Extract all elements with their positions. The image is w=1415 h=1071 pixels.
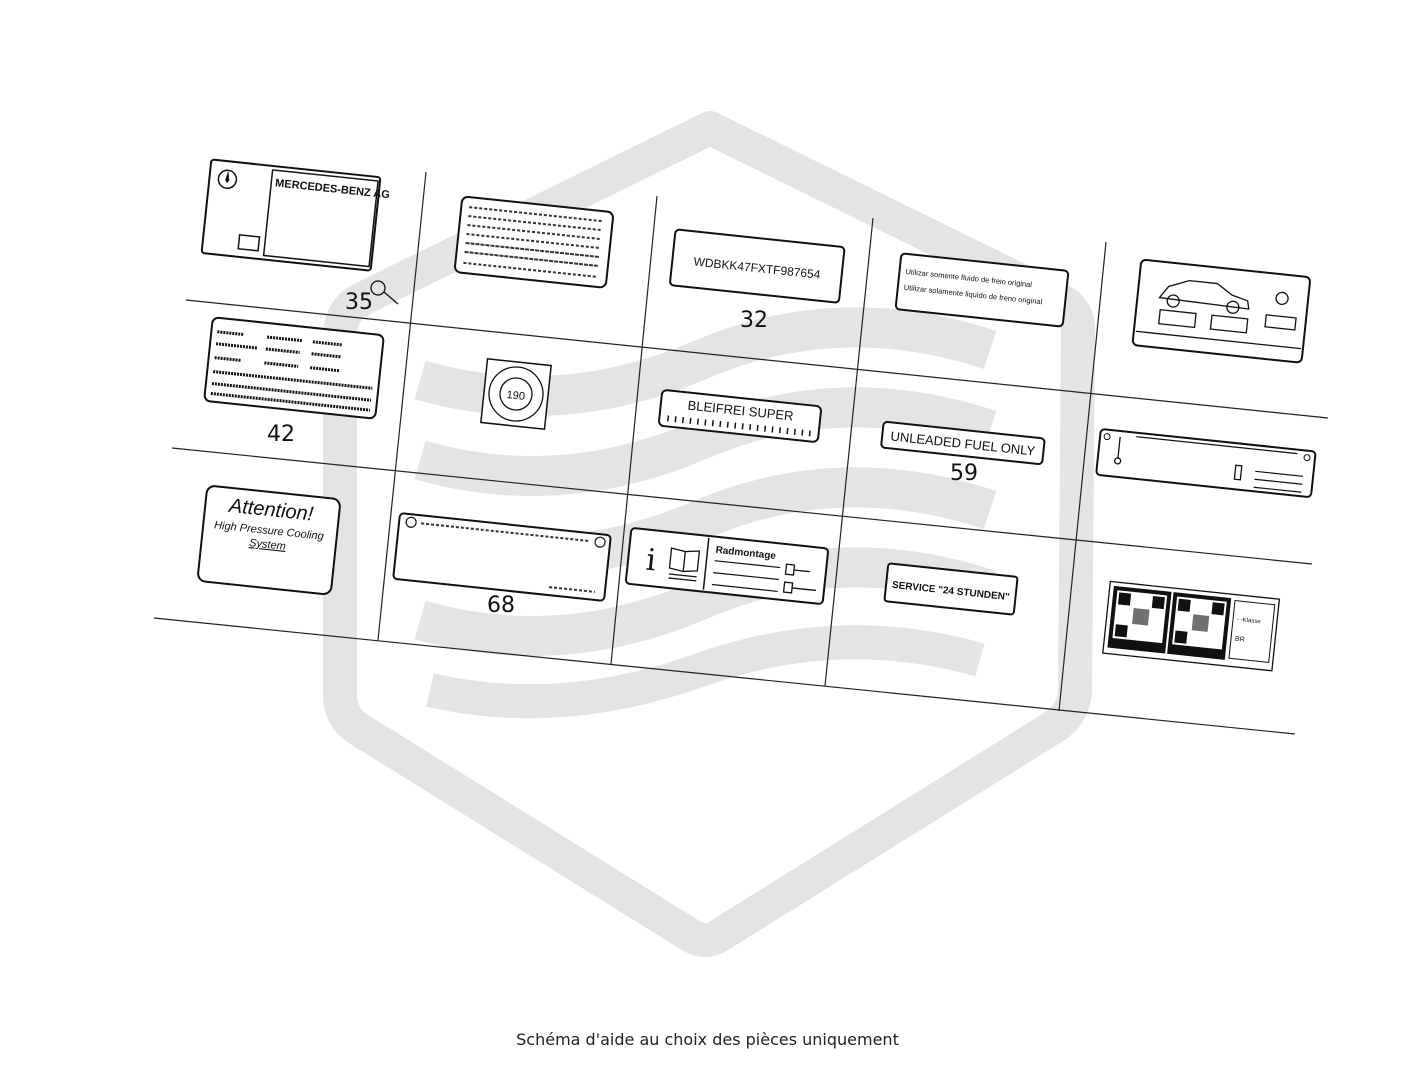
qr-code-icon-1: Rescue Card [1107, 585, 1172, 654]
rescue-card-text-2: Rescue Card [1181, 649, 1211, 658]
speed-limit-label: 190 [480, 358, 552, 430]
thermometer-icon [1113, 436, 1122, 465]
diagram-caption: Schéma d'aide au choix des pièces unique… [516, 1030, 899, 1049]
rivet-icon [370, 280, 399, 305]
service-24h-label: SERVICE "24 STUNDEN" [883, 562, 1019, 616]
rescue-card-label: Rescue Card Rescue Card - -Klasse BR [1102, 580, 1281, 672]
tire-pressure-diagram-plate [1131, 258, 1311, 364]
attention-line2: System [249, 537, 287, 553]
export-data-plate [454, 195, 614, 289]
speed-limit-value: 190 [506, 389, 526, 403]
qr-code-icon-2: Rescue Card [1167, 592, 1232, 660]
wheel-bolt-icon [782, 563, 817, 594]
info-icon: i [644, 543, 657, 579]
mercedes-type-plate: MERCEDES-BENZ AG [200, 158, 390, 272]
callout-32: 32 [740, 308, 768, 333]
callout-68: 68 [487, 593, 515, 618]
high-pressure-cooling-label: Attention! High Pressure Cooling System [197, 485, 341, 596]
manufacturer-plate [392, 512, 612, 602]
coolant-temperature-plate [1095, 428, 1317, 498]
br-text: BR [1235, 636, 1245, 644]
bleifrei-super-label: BLEIFREI SUPER [658, 389, 822, 443]
vin-plate: WDBKK47FXTF987654 [669, 228, 846, 304]
spark-plug-icon [1233, 464, 1243, 481]
callout-42: 42 [267, 422, 295, 447]
car-icon [1158, 279, 1250, 314]
rescue-card-text-1: Rescue Card [1122, 643, 1152, 652]
mercedes-star-icon-left [405, 516, 417, 528]
manual-book-icon [668, 547, 701, 582]
klasse-text: - -Klasse [1237, 617, 1262, 626]
mercedes-star-icon-right [594, 536, 606, 548]
grid-lines [153, 171, 1329, 735]
brake-fluid-label: Utilizar somente fluido de freio origina… [894, 252, 1070, 328]
tire-information-label [203, 316, 385, 420]
callout-35: 35 [345, 290, 373, 315]
callout-59: 59 [950, 461, 978, 486]
wheel-mounting-label: i Radmontage [625, 527, 829, 605]
